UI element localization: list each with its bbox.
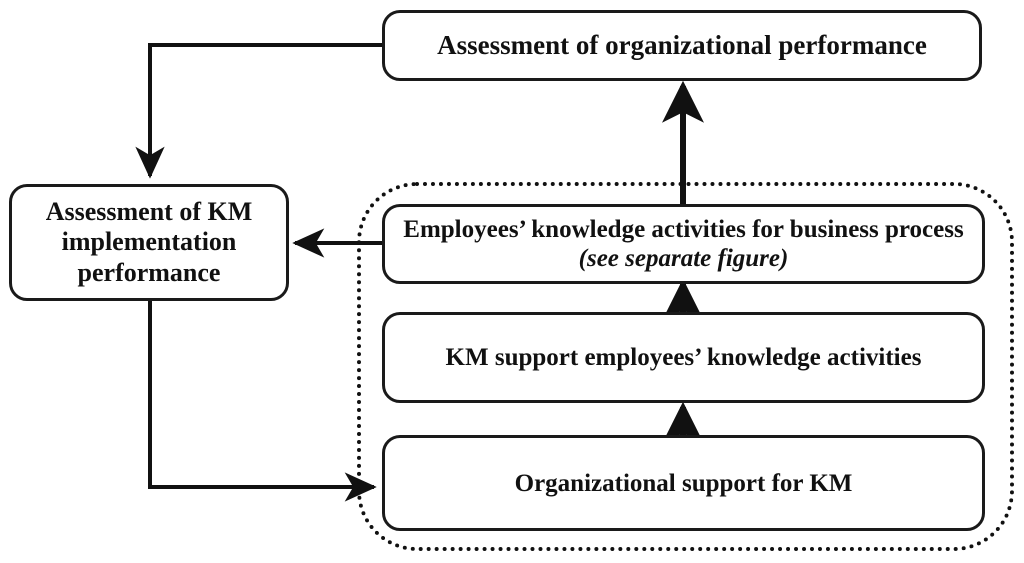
node-label: Employees’ knowledge activities for busi… — [385, 215, 982, 273]
node-label: Organizational support for KM — [514, 469, 853, 497]
node-assessment-of-organizational-performance[interactable]: Assessment of organizational performance — [382, 10, 982, 81]
edge-km-assessment-to-org-support — [148, 301, 377, 502]
node-label-line-2: implementation — [61, 227, 237, 257]
node-label-line-3: performance — [77, 257, 221, 287]
node-employees-knowledge-activities-for-business-process[interactable]: Employees’ knowledge activities for busi… — [382, 204, 985, 284]
node-label-line-1: Assessment of KM — [45, 197, 253, 227]
node-label: Assessment of KM implementation performa… — [36, 197, 263, 287]
node-label-main: Employees’ knowledge activities for busi… — [403, 216, 964, 243]
node-label: KM support employees’ knowledge activiti… — [445, 344, 922, 371]
node-organizational-support-for-km[interactable]: Organizational support for KM — [382, 435, 985, 531]
node-label: Assessment of organizational performance — [437, 29, 927, 60]
node-km-support-employees-knowledge-activities[interactable]: KM support employees’ knowledge activiti… — [382, 312, 985, 403]
node-assessment-of-km-implementation-performance[interactable]: Assessment of KM implementation performa… — [9, 184, 289, 301]
edge-org-performance-to-km-assessment — [135, 43, 382, 179]
node-label-note: (see separate figure) — [578, 245, 789, 272]
